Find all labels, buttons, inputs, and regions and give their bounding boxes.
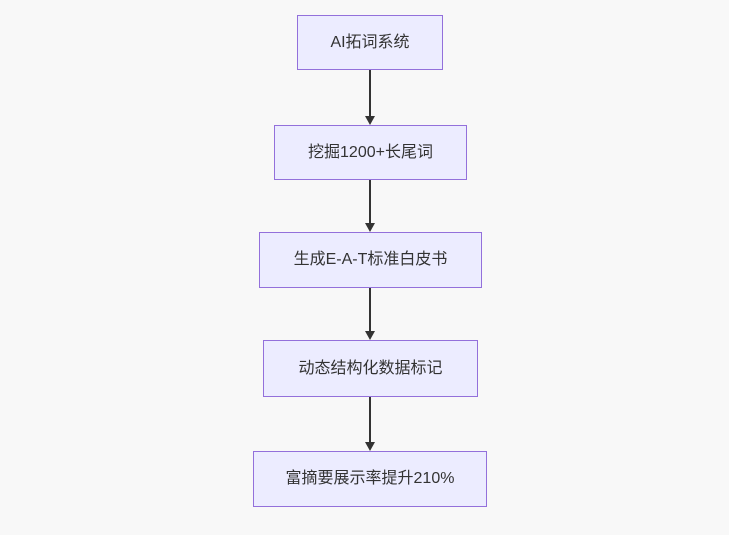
arrow-head-icon: [365, 442, 375, 451]
flow-node-longtail-keywords: 挖掘1200+长尾词: [274, 125, 467, 180]
arrow-head-icon: [365, 331, 375, 340]
flow-edge-4: [364, 397, 376, 451]
arrow-head-icon: [365, 223, 375, 232]
flow-node-label: 生成E-A-T标准白皮书: [293, 251, 448, 269]
flow-node-label: AI拓词系统: [330, 33, 410, 51]
arrow-line: [369, 288, 371, 331]
arrow-line: [369, 180, 371, 223]
flow-edge-3: [364, 288, 376, 340]
flow-node-ai-expansion: AI拓词系统: [297, 15, 443, 70]
flow-node-eat-whitepaper: 生成E-A-T标准白皮书: [259, 232, 482, 288]
arrow-line: [369, 70, 371, 116]
arrow-line: [369, 397, 371, 442]
flow-node-rich-snippet-result: 富摘要展示率提升210%: [253, 451, 487, 507]
flow-edge-2: [364, 180, 376, 232]
flow-node-label: 富摘要展示率提升210%: [285, 470, 455, 488]
arrow-head-icon: [365, 116, 375, 125]
flow-node-structured-data: 动态结构化数据标记: [263, 340, 478, 397]
flow-node-label: 挖掘1200+长尾词: [308, 143, 433, 161]
flow-node-label: 动态结构化数据标记: [298, 359, 443, 377]
flow-edge-1: [364, 70, 376, 125]
